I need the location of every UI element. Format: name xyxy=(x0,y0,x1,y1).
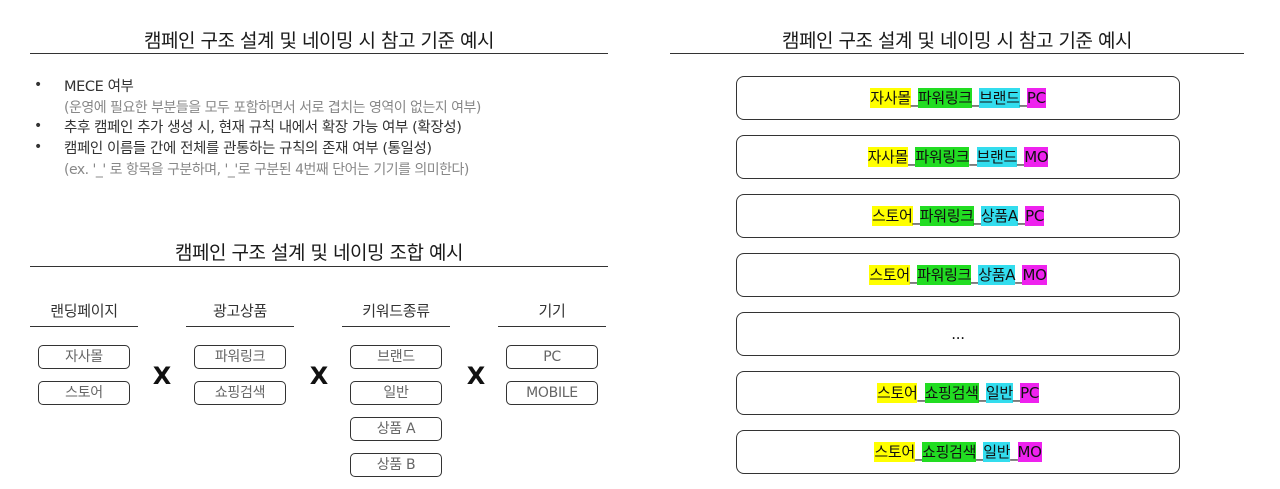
column-keyword-type: 키워드종류 브랜드 일반 상품 A 상품 B xyxy=(342,300,450,477)
bullet: • xyxy=(34,118,43,134)
separator: _ xyxy=(969,148,977,166)
criteria-item-scalability: • 추후 캠페인 추가 생성 시, 현재 규칙 내에서 확장 가능 여부 (확장… xyxy=(34,118,614,139)
separator: _ xyxy=(978,384,987,402)
multiply-sign: X xyxy=(309,362,329,390)
criteria-main-text: MECE 여부 xyxy=(64,79,134,95)
criteria-title: 캠페인 구조 설계 및 네이밍 시 참고 기준 예시 xyxy=(144,30,494,52)
landing-segment: 스토어 xyxy=(869,265,910,285)
product-segment: 쇼핑검색 xyxy=(922,442,977,462)
criteria-main-text: 추후 캠페인 추가 생성 시, 현재 규칙 내에서 확장 가능 여부 (확장성) xyxy=(64,120,462,136)
option-box: 일반 xyxy=(350,381,442,405)
campaign-name-box: 스토어_쇼핑검색_일반_MO xyxy=(736,430,1180,474)
naming-title: 캠페인 구조 설계 및 네이밍 시 참고 기준 예시 xyxy=(782,30,1132,52)
separator: _ xyxy=(971,89,980,107)
keyword-segment: 브랜드 xyxy=(976,147,1018,167)
product-segment: 쇼핑검색 xyxy=(924,383,979,403)
separator: _ xyxy=(909,266,918,284)
campaign-name-box: 스토어_파워링크_상품A_MO xyxy=(736,253,1180,297)
multiply-sign: X xyxy=(152,362,172,390)
combo-title: 캠페인 구조 설계 및 네이밍 조합 예시 xyxy=(175,242,463,264)
column-header: 랜딩페이지 xyxy=(30,300,138,327)
device-segment: PC xyxy=(1025,206,1045,226)
column-ad-product: 광고상품 파워링크 쇼핑검색 xyxy=(186,300,294,405)
device-segment: MO xyxy=(1017,442,1042,462)
criteria-main-text: 캠페인 이름들 간에 전체를 관통하는 규칙의 존재 여부 (통일성) xyxy=(64,141,432,157)
combo-title-rule xyxy=(30,266,608,267)
keyword-segment: 상품A xyxy=(978,265,1016,285)
option-box: MOBILE xyxy=(506,381,598,405)
criteria-sub-text: (운영에 필요한 부분들을 모두 포함하면서 서로 겹치는 영역이 없는지 여부… xyxy=(64,100,481,116)
separator: _ xyxy=(1017,148,1025,166)
separator: _ xyxy=(973,207,982,225)
landing-segment: 스토어 xyxy=(874,442,915,462)
device-segment: MO xyxy=(1022,265,1047,285)
column-landing-page: 랜딩페이지 자사몰 스토어 xyxy=(30,300,138,405)
keyword-segment: 일반 xyxy=(985,383,1013,403)
separator: _ xyxy=(1010,443,1018,461)
product-segment: 파워링크 xyxy=(919,206,974,226)
product-segment: 파워링크 xyxy=(917,88,972,108)
keyword-segment: 일반 xyxy=(983,442,1011,462)
landing-segment: 스토어 xyxy=(876,383,918,403)
option-box: 파워링크 xyxy=(194,345,286,369)
separator: _ xyxy=(908,148,916,166)
ellipsis: ... xyxy=(951,325,965,343)
keyword-segment: 상품A xyxy=(980,206,1018,226)
criteria-item-consistency: • 캠페인 이름들 간에 전체를 관통하는 규칙의 존재 여부 (통일성) (e… xyxy=(34,139,614,180)
device-segment: MO xyxy=(1024,147,1049,167)
option-box: 상품 B xyxy=(350,453,442,477)
option-box: 쇼핑검색 xyxy=(194,381,286,405)
separator: _ xyxy=(912,207,921,225)
device-segment: PC xyxy=(1026,88,1046,108)
device-segment: PC xyxy=(1020,383,1040,403)
separator: _ xyxy=(917,384,925,402)
campaign-name-box: 스토어_쇼핑검색_일반_PC xyxy=(736,371,1180,415)
separator: _ xyxy=(910,89,919,107)
separator: _ xyxy=(1017,207,1026,225)
criteria-item-mece: • MECE 여부 (운영에 필요한 부분들을 모두 포함하면서 서로 겹치는 … xyxy=(34,77,614,118)
bullet: • xyxy=(34,139,43,155)
landing-segment: 스토어 xyxy=(871,206,913,226)
landing-segment: 자사몰 xyxy=(870,88,911,108)
column-header: 키워드종류 xyxy=(342,300,450,327)
separator: _ xyxy=(971,266,979,284)
separator: _ xyxy=(1015,266,1023,284)
multiply-sign: X xyxy=(466,362,486,390)
option-box: 스토어 xyxy=(38,381,130,405)
campaign-name-box: 자사몰_파워링크_브랜드_PC xyxy=(736,76,1180,120)
campaign-name-box: 자사몰_파워링크_브랜드_MO xyxy=(736,135,1180,179)
separator: _ xyxy=(1019,89,1028,107)
product-segment: 파워링크 xyxy=(917,265,972,285)
column-header: 기기 xyxy=(498,300,606,327)
separator: _ xyxy=(1012,384,1021,402)
separator: _ xyxy=(976,443,984,461)
column-header: 광고상품 xyxy=(186,300,294,327)
separator: _ xyxy=(914,443,923,461)
campaign-name-box: 스토어_파워링크_상품A_PC xyxy=(736,194,1180,238)
product-segment: 파워링크 xyxy=(915,147,970,167)
criteria-sub-text: (ex. '_' 로 항목을 구분하며, '_'로 구분된 4번째 단어는 기기… xyxy=(64,162,469,178)
keyword-segment: 브랜드 xyxy=(979,88,1020,108)
option-box: 상품 A xyxy=(350,417,442,441)
option-box: 자사몰 xyxy=(38,345,130,369)
column-device: 기기 PC MOBILE xyxy=(498,300,606,405)
option-box: PC xyxy=(506,345,598,369)
bullet: • xyxy=(34,77,43,93)
landing-segment: 자사몰 xyxy=(867,147,909,167)
criteria-title-rule xyxy=(30,53,608,54)
naming-title-rule xyxy=(670,53,1244,54)
option-box: 브랜드 xyxy=(350,345,442,369)
criteria-list: • MECE 여부 (운영에 필요한 부분들을 모두 포함하면서 서로 겹치는 … xyxy=(34,77,614,180)
campaign-name-box: ... xyxy=(736,312,1180,356)
